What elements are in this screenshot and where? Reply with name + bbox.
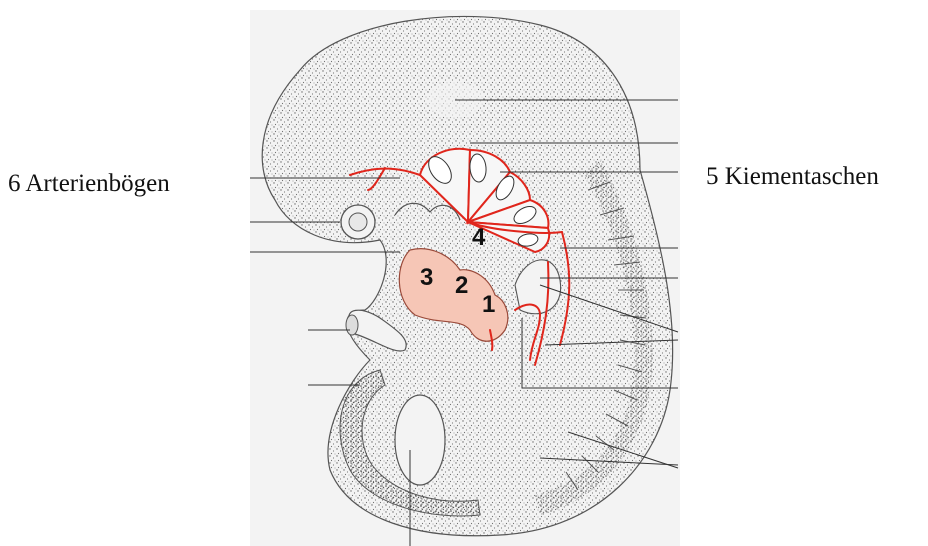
number-2: 2 [455,272,468,299]
number-1: 1 [482,291,495,318]
label-gill-pouches: 5 Kiementaschen [706,164,879,189]
umbilical-opening [346,315,358,335]
eye [341,205,375,239]
number-4: 4 [472,224,486,251]
label-arterial-arches: 6 Arterienbögen [8,171,170,196]
limb-bud [395,395,445,485]
number-3: 3 [420,264,433,291]
